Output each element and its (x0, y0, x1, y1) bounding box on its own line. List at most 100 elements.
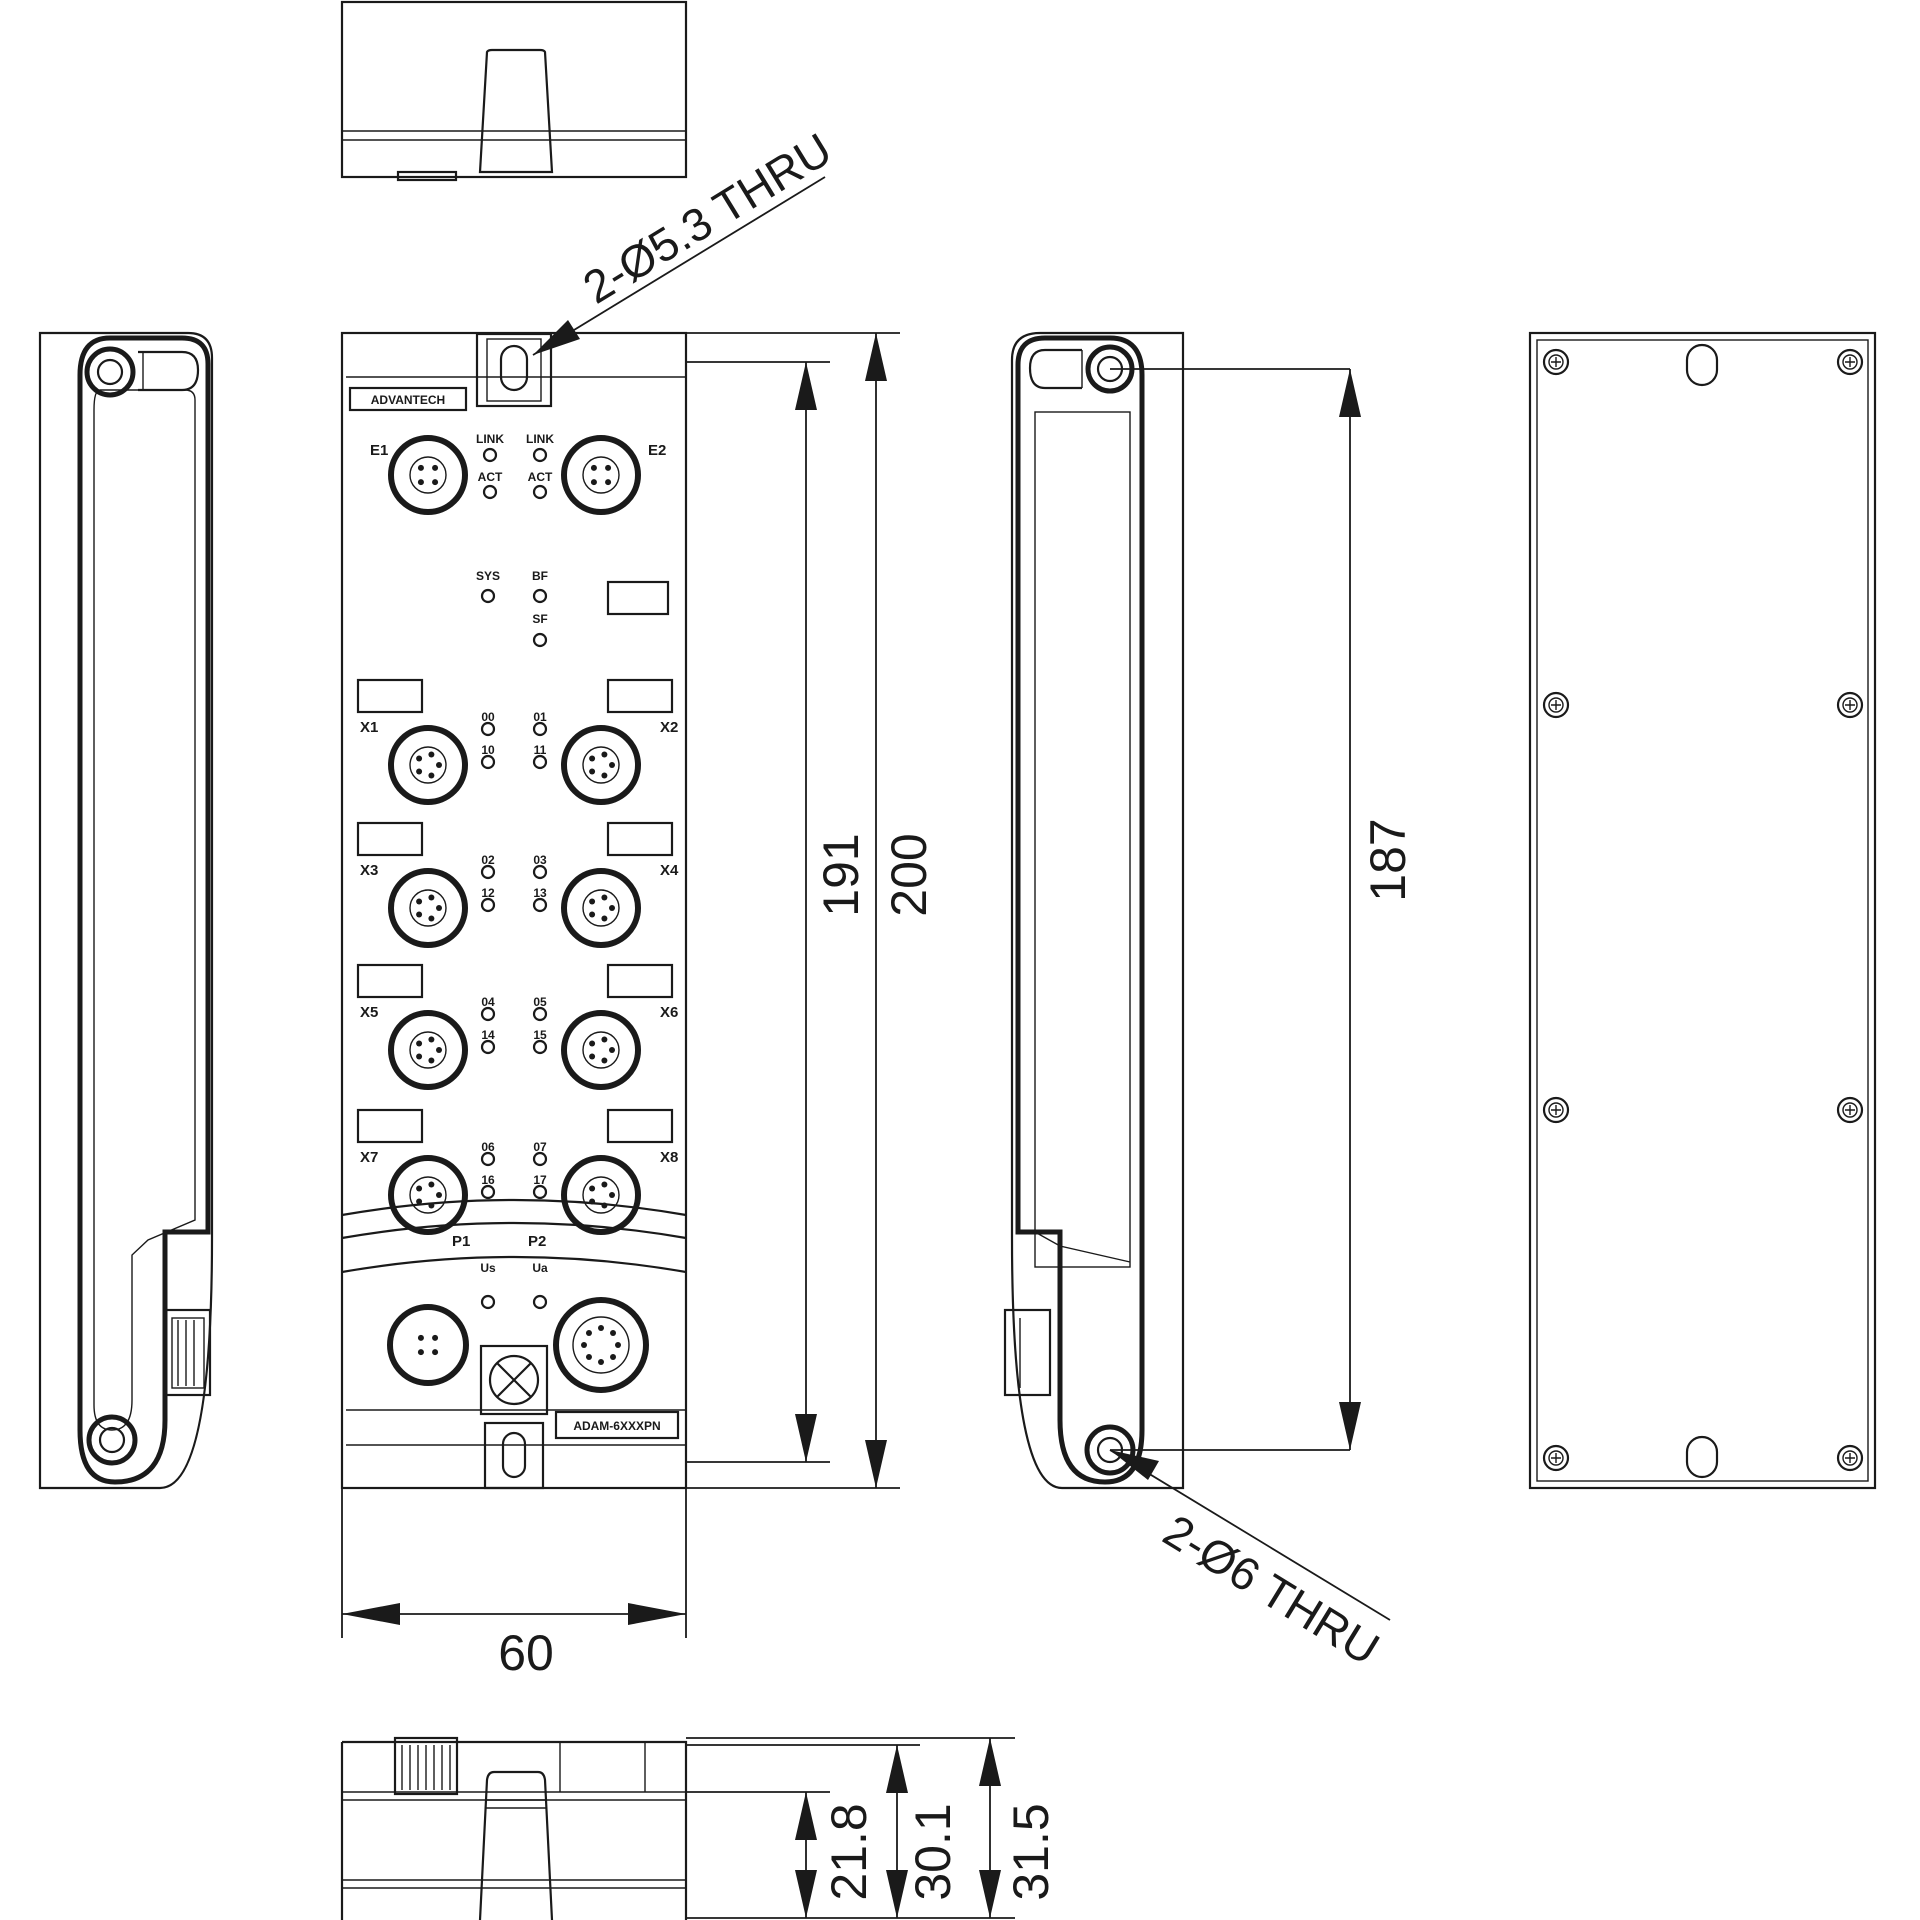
status-led (480, 1184, 496, 1200)
right-side-view (1003, 331, 1185, 1490)
status-led (532, 1006, 548, 1022)
port-label-x4: X4 (660, 862, 679, 879)
led-label-sf: SF (532, 612, 547, 626)
left-side-view (38, 331, 214, 1490)
status-led (532, 754, 548, 770)
led-label-bf: BF (532, 569, 548, 583)
led-label-channel: 17 (533, 1173, 547, 1187)
note-side-hole: 2-Ø6 THRU (1155, 1504, 1388, 1675)
dim-60: 60 (498, 1625, 554, 1681)
status-led (480, 588, 496, 604)
led-label-channel: 16 (481, 1173, 495, 1187)
led-label-channel: 05 (533, 995, 547, 1009)
status-led (532, 897, 548, 913)
status-led (480, 1039, 496, 1055)
led-label-channel: 01 (533, 710, 547, 724)
front-view: ADVANTECH E1 E2 LINK LINK ACT ACT SYS BF… (340, 331, 688, 1490)
led-label-channel: 07 (533, 1140, 547, 1154)
led-label-channel: 14 (481, 1028, 495, 1042)
label-box (356, 821, 424, 857)
port-label-x2: X2 (660, 719, 678, 736)
back-view (1528, 331, 1877, 1490)
status-led (480, 754, 496, 770)
m12-connector (561, 1010, 641, 1090)
led-label-channel: 12 (481, 886, 495, 900)
status-led (480, 721, 496, 737)
status-led (480, 1294, 496, 1310)
led-label-us: Us (480, 1261, 496, 1275)
label-box (356, 963, 424, 999)
m12-connector (561, 1155, 641, 1235)
status-led (532, 721, 548, 737)
led-label-act1: ACT (478, 470, 503, 484)
status-led (532, 588, 548, 604)
led-label-channel: 03 (533, 853, 547, 867)
dim-21-8: 21.8 (821, 1803, 877, 1900)
top-view (340, 0, 688, 182)
led-label-channel: 06 (481, 1140, 495, 1154)
label-box (356, 678, 424, 714)
side-dimensions: 187 2-Ø6 THRU (1109, 368, 1416, 1675)
dim-31-5: 31.5 (1003, 1803, 1059, 1900)
port-label-e1: E1 (370, 442, 388, 459)
m12-connector (388, 868, 468, 948)
brand-logo: ADVANTECH (371, 393, 445, 407)
led-label-channel: 11 (534, 743, 547, 757)
m12-connector (388, 1010, 468, 1090)
led-label-channel: 04 (481, 995, 495, 1009)
status-led (532, 1294, 548, 1310)
port-label-x6: X6 (660, 1004, 678, 1021)
label-box (606, 963, 674, 999)
led-label-act2: ACT (528, 470, 553, 484)
label-box (606, 678, 674, 714)
label-box (606, 1108, 674, 1144)
dim-187: 187 (1360, 818, 1416, 901)
m12-connector (388, 1155, 468, 1235)
status-led (532, 1151, 548, 1167)
port-label-e2: E2 (648, 442, 666, 459)
led-label-channel: 13 (533, 886, 547, 900)
port-label-p2: P2 (528, 1233, 546, 1250)
port-label-p1: P1 (452, 1233, 470, 1250)
port-label-x7: X7 (360, 1149, 378, 1166)
status-led (482, 484, 498, 500)
led-label-channel: 00 (481, 710, 495, 724)
label-box (606, 821, 674, 857)
led-label-link2: LINK (526, 432, 554, 446)
model-label: ADAM-6XXXPN (573, 1419, 660, 1433)
power-port-p2 (553, 1297, 649, 1393)
label-box (356, 1108, 424, 1144)
dim-200: 200 (881, 833, 937, 916)
led-label-ua: Ua (532, 1261, 548, 1275)
dim-30-1: 30.1 (905, 1803, 961, 1900)
status-led (480, 897, 496, 913)
port-label-x8: X8 (660, 1149, 678, 1166)
m12-connector (388, 725, 468, 805)
status-led (532, 1039, 548, 1055)
depth-dimensions: 21.8 30.1 31.5 (686, 1737, 1059, 1919)
power-port-p1 (387, 1304, 469, 1386)
dim-191: 191 (813, 833, 869, 916)
status-led (480, 1006, 496, 1022)
port-label-x1: X1 (360, 719, 378, 736)
status-led (532, 864, 548, 880)
status-led (532, 1184, 548, 1200)
port-label-x5: X5 (360, 1004, 378, 1021)
led-label-link1: LINK (476, 432, 504, 446)
status-led (532, 632, 548, 648)
note-top-hole: 2-Ø5.3 THRU (574, 123, 840, 314)
ethernet-ports: E1 E2 LINK LINK ACT ACT (370, 432, 666, 515)
led-label-channel: 02 (481, 853, 495, 867)
bottom-view (340, 1736, 688, 1920)
status-led (482, 447, 498, 463)
led-label-channel: 15 (533, 1028, 547, 1042)
status-led (480, 864, 496, 880)
status-led (532, 484, 548, 500)
led-label-channel: 10 (481, 743, 495, 757)
led-label-sys: SYS (476, 569, 500, 583)
status-led (480, 1151, 496, 1167)
status-led (532, 447, 548, 463)
m12-connector (561, 725, 641, 805)
port-label-x3: X3 (360, 862, 378, 879)
